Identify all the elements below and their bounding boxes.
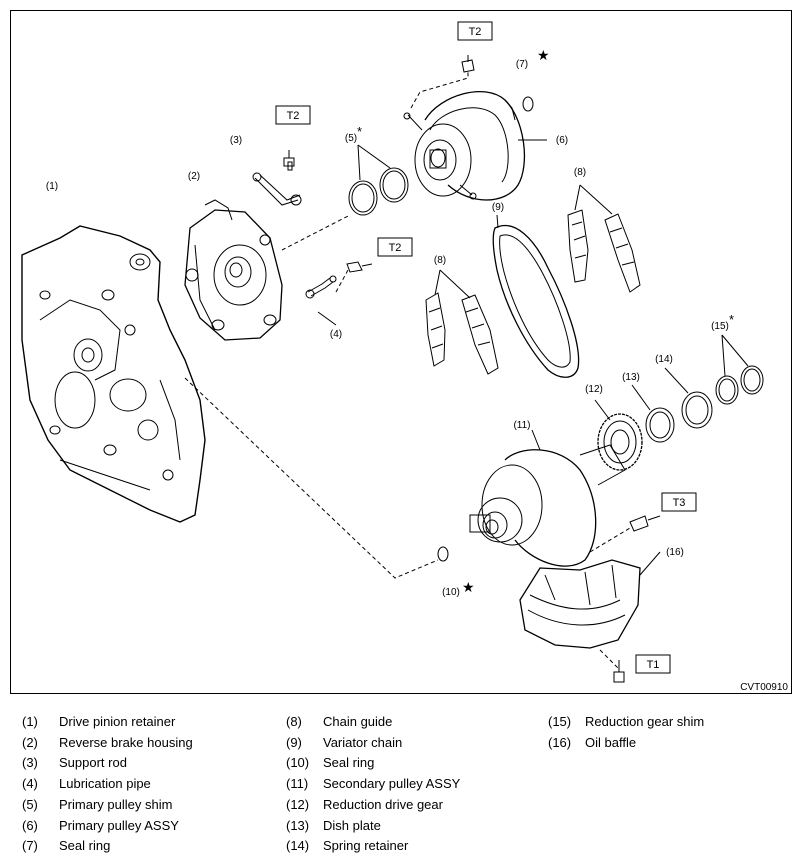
legend-item: (11)Secondary pulley ASSY: [286, 776, 461, 792]
assembly-lines: [184, 72, 631, 669]
callout-8a: (8): [574, 167, 586, 178]
callout-8b: (8): [434, 255, 446, 266]
torque-tag-t3: T3: [673, 497, 686, 509]
bolt-t1: [613, 660, 625, 683]
reduction-drive-gear: [594, 399, 643, 471]
legend-column-3: (15)Reduction gear shim (16)Oil baffle: [548, 712, 704, 753]
callout-1: (1): [46, 181, 58, 192]
lubrication-pipe: [305, 275, 337, 326]
secondary-pulley-assy: [469, 429, 626, 567]
legend-item: (5)Primary pulley shim: [22, 796, 173, 812]
oil-baffle: [519, 551, 661, 649]
tag-box-3: [377, 237, 413, 257]
legend-item: (9)Variator chain: [286, 734, 403, 750]
callout-4: (4): [330, 329, 342, 340]
diagram-frame: [10, 10, 792, 694]
legend-item: (10)Seal ring: [286, 755, 375, 771]
legend-item: (13)Dish plate: [286, 817, 381, 833]
legend-column-2: (8)Chain guide (9)Variator chain (10)Sea…: [286, 712, 460, 857]
torque-tag-t2-a: T2: [469, 26, 482, 38]
legend-item: (4)Lubrication pipe: [22, 776, 151, 792]
legend-item: (2)Reverse brake housing: [22, 734, 193, 750]
support-rod: [252, 161, 302, 206]
asterisk-marker-15: *: [729, 312, 734, 327]
callout-11: (11): [513, 420, 530, 431]
legend-item: (7)Seal ring: [22, 838, 111, 854]
callout-12: (12): [585, 384, 603, 395]
callout-15: (15): [711, 321, 729, 332]
dish-plate: [631, 384, 675, 443]
callout-7: (7): [516, 59, 528, 70]
callout-3: (3): [230, 135, 242, 146]
chain-guide-right: [567, 184, 641, 293]
asterisk-marker-5: *: [357, 124, 362, 139]
tag-box-1: [457, 21, 493, 41]
drive-pinion-retainer: [21, 225, 206, 523]
chain-guide-left: [425, 269, 499, 375]
bolt-t2-support-rod: [283, 150, 295, 167]
exploded-view-drawing: T2 T2 T2 T3 T1 (1) (2) (3) (4) (5) (6) (…: [21, 21, 764, 683]
reduction-gear-shim: [715, 334, 764, 405]
callout-9: (9): [492, 202, 504, 213]
spring-retainer: [664, 367, 713, 429]
callout-14: (14): [655, 354, 673, 365]
legend-item: (16)Oil baffle: [548, 734, 637, 750]
callout-5: (5): [345, 133, 357, 144]
tag-box-5: [635, 654, 671, 674]
primary-pulley-shim: [348, 144, 409, 216]
star-marker-7: ★: [537, 48, 550, 64]
seal-ring-7: [522, 96, 534, 112]
primary-pulley-assy: [403, 91, 547, 201]
legend-item: (8)Chain guide: [286, 714, 393, 729]
bolt-t3: [629, 515, 661, 532]
callout-16: (16): [666, 547, 684, 558]
legend-item: (15)Reduction gear shim: [548, 714, 705, 729]
bolt-t2-primary: [461, 55, 475, 73]
tag-box-4: [661, 492, 697, 512]
legend-item: (3)Support rod: [22, 755, 127, 771]
callout-6: (6): [556, 135, 568, 146]
tag-box-2: [275, 105, 311, 125]
torque-tag-t2-c: T2: [389, 242, 402, 254]
seal-ring-10: [437, 546, 449, 562]
reverse-brake-housing: [184, 199, 283, 341]
callout-13: (13): [622, 372, 640, 383]
callout-2: (2): [188, 171, 200, 182]
legend-item: (12)Reduction drive gear: [286, 796, 443, 812]
bolt-t2-pipe: [346, 261, 373, 273]
torque-tag-t2-b: T2: [287, 110, 300, 122]
torque-tag-t1: T1: [647, 659, 660, 671]
star-marker-10: ★: [462, 580, 475, 596]
legend-item: (14)Spring retainer: [286, 838, 409, 854]
variator-chain: [492, 214, 580, 378]
callout-10: (10): [442, 587, 460, 598]
legend-column-1: (1)Drive pinion retainer (2)Reverse brak…: [22, 712, 193, 857]
legend-item: (6)Primary pulley ASSY: [22, 817, 179, 833]
legend-item: (1)Drive pinion retainer: [22, 714, 176, 729]
figure-id: CVT00910: [740, 682, 788, 693]
